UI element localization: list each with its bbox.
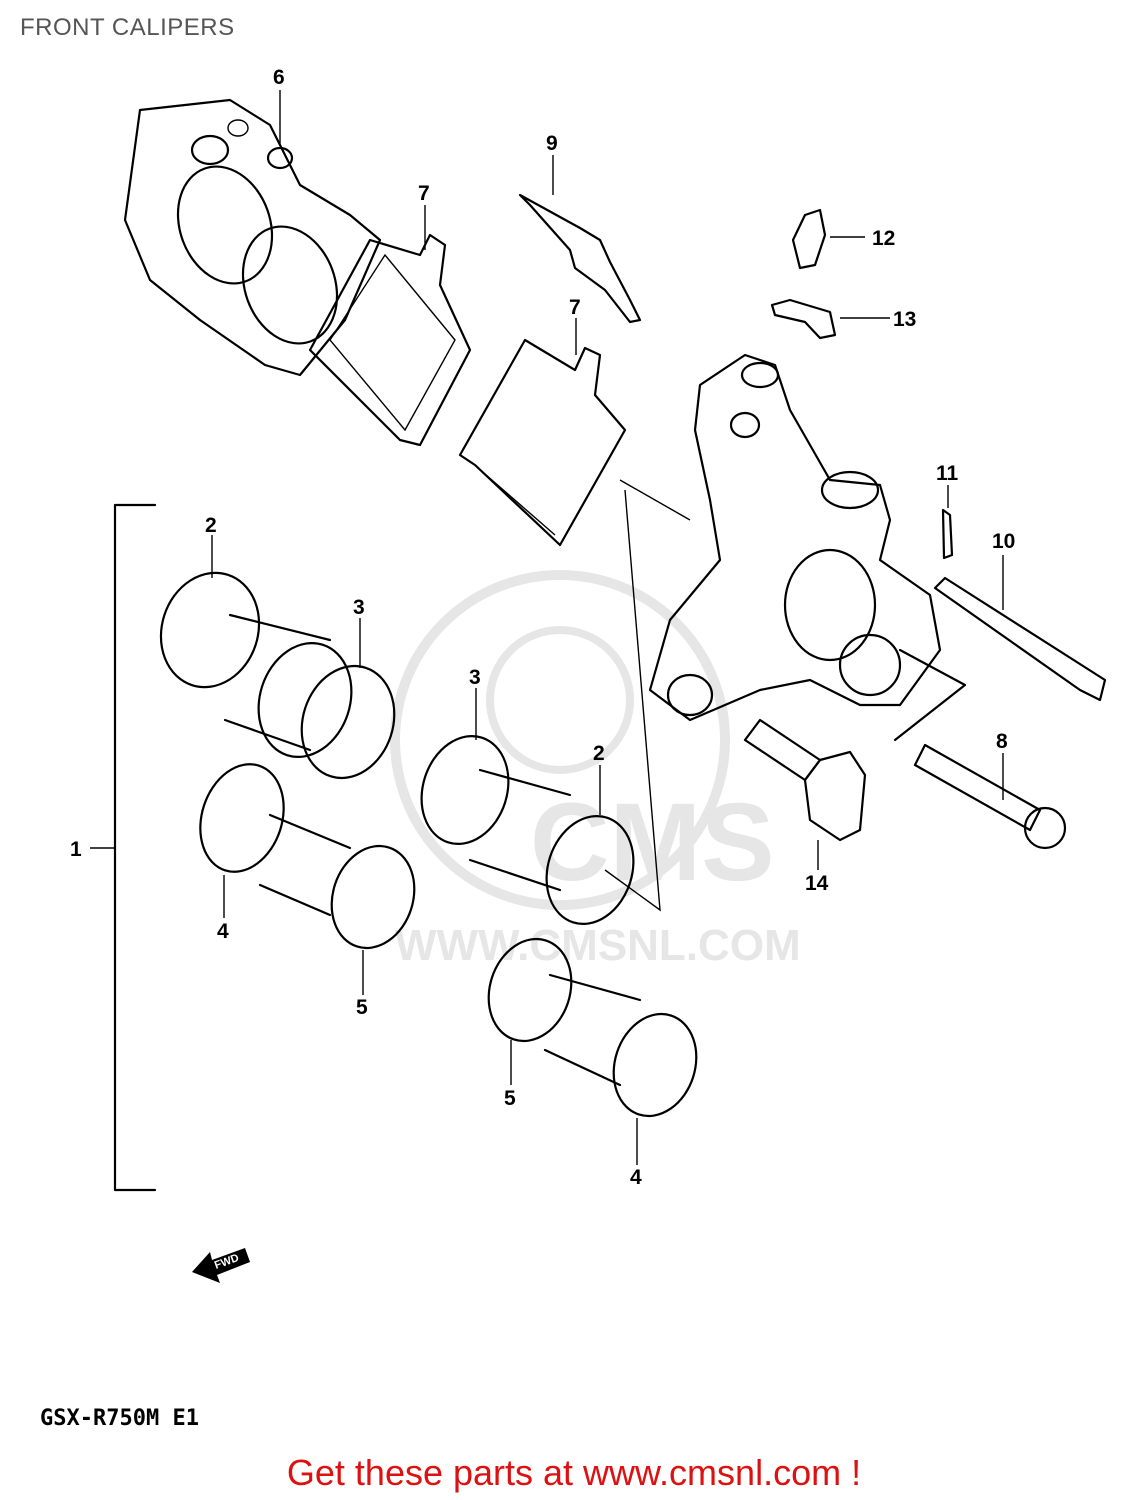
part-13-cap <box>770 298 837 340</box>
watermark-brand: CMS <box>530 781 774 904</box>
callout-7b: 7 <box>569 296 581 319</box>
leader-lines <box>211 90 1004 1165</box>
part-6-bleeder-cap <box>266 146 294 170</box>
caliper-inner-half <box>648 353 967 742</box>
callout-5: 5 <box>356 996 368 1019</box>
callout-8: 8 <box>996 730 1008 753</box>
assembly-bracket <box>113 503 157 1192</box>
watermark-url: WWW.CMSNL.COM <box>395 921 801 970</box>
promo-link[interactable]: Get these parts at www.cmsnl.com ! <box>286 1452 862 1493</box>
piston-set-middle <box>420 735 635 925</box>
caliper-outer-half <box>123 98 382 377</box>
part-11-spring <box>941 508 954 560</box>
callout-10: 10 <box>992 530 1015 553</box>
callout-14: 14 <box>805 872 829 895</box>
callout-1: 1 <box>70 838 82 861</box>
callout-2: 2 <box>205 514 217 537</box>
piston-set-lower-left <box>199 763 416 950</box>
watermark: CMS WWW.CMSNL.COM <box>390 570 801 970</box>
piston-set-upper-left <box>159 571 396 780</box>
part-10-pad-pin <box>933 576 1107 702</box>
forward-arrow-icon: FWD <box>192 1248 250 1283</box>
callout-11: 11 <box>936 462 959 485</box>
callout-5b: 5 <box>504 1087 516 1110</box>
callout-7: 7 <box>418 182 430 205</box>
callout-13: 13 <box>893 308 916 331</box>
part-14-bolt <box>743 718 867 842</box>
part-9-pad-spring <box>518 193 642 324</box>
callout-3: 3 <box>353 596 365 619</box>
callout-4: 4 <box>217 920 229 943</box>
callout-6: 6 <box>273 66 285 89</box>
model-code: GSX-R750M E1 <box>40 1406 199 1431</box>
callouts: 1 2 2 3 3 4 4 5 5 6 7 7 8 9 10 11 12 13 … <box>70 66 1015 1189</box>
part-12-bleeder-valve <box>791 208 827 270</box>
callout-4b: 4 <box>630 1166 642 1189</box>
callout-9: 9 <box>546 132 558 155</box>
callout-12: 12 <box>872 227 895 250</box>
piston-set-lower-middle <box>487 937 698 1118</box>
part-7-brake-pad-rear <box>308 233 472 447</box>
callout-3b: 3 <box>469 666 481 689</box>
callout-2b: 2 <box>593 742 605 765</box>
part-7-brake-pad-front <box>458 338 627 547</box>
part-8-bolt <box>913 743 1067 850</box>
page-title: FRONT CALIPERS <box>20 14 235 41</box>
